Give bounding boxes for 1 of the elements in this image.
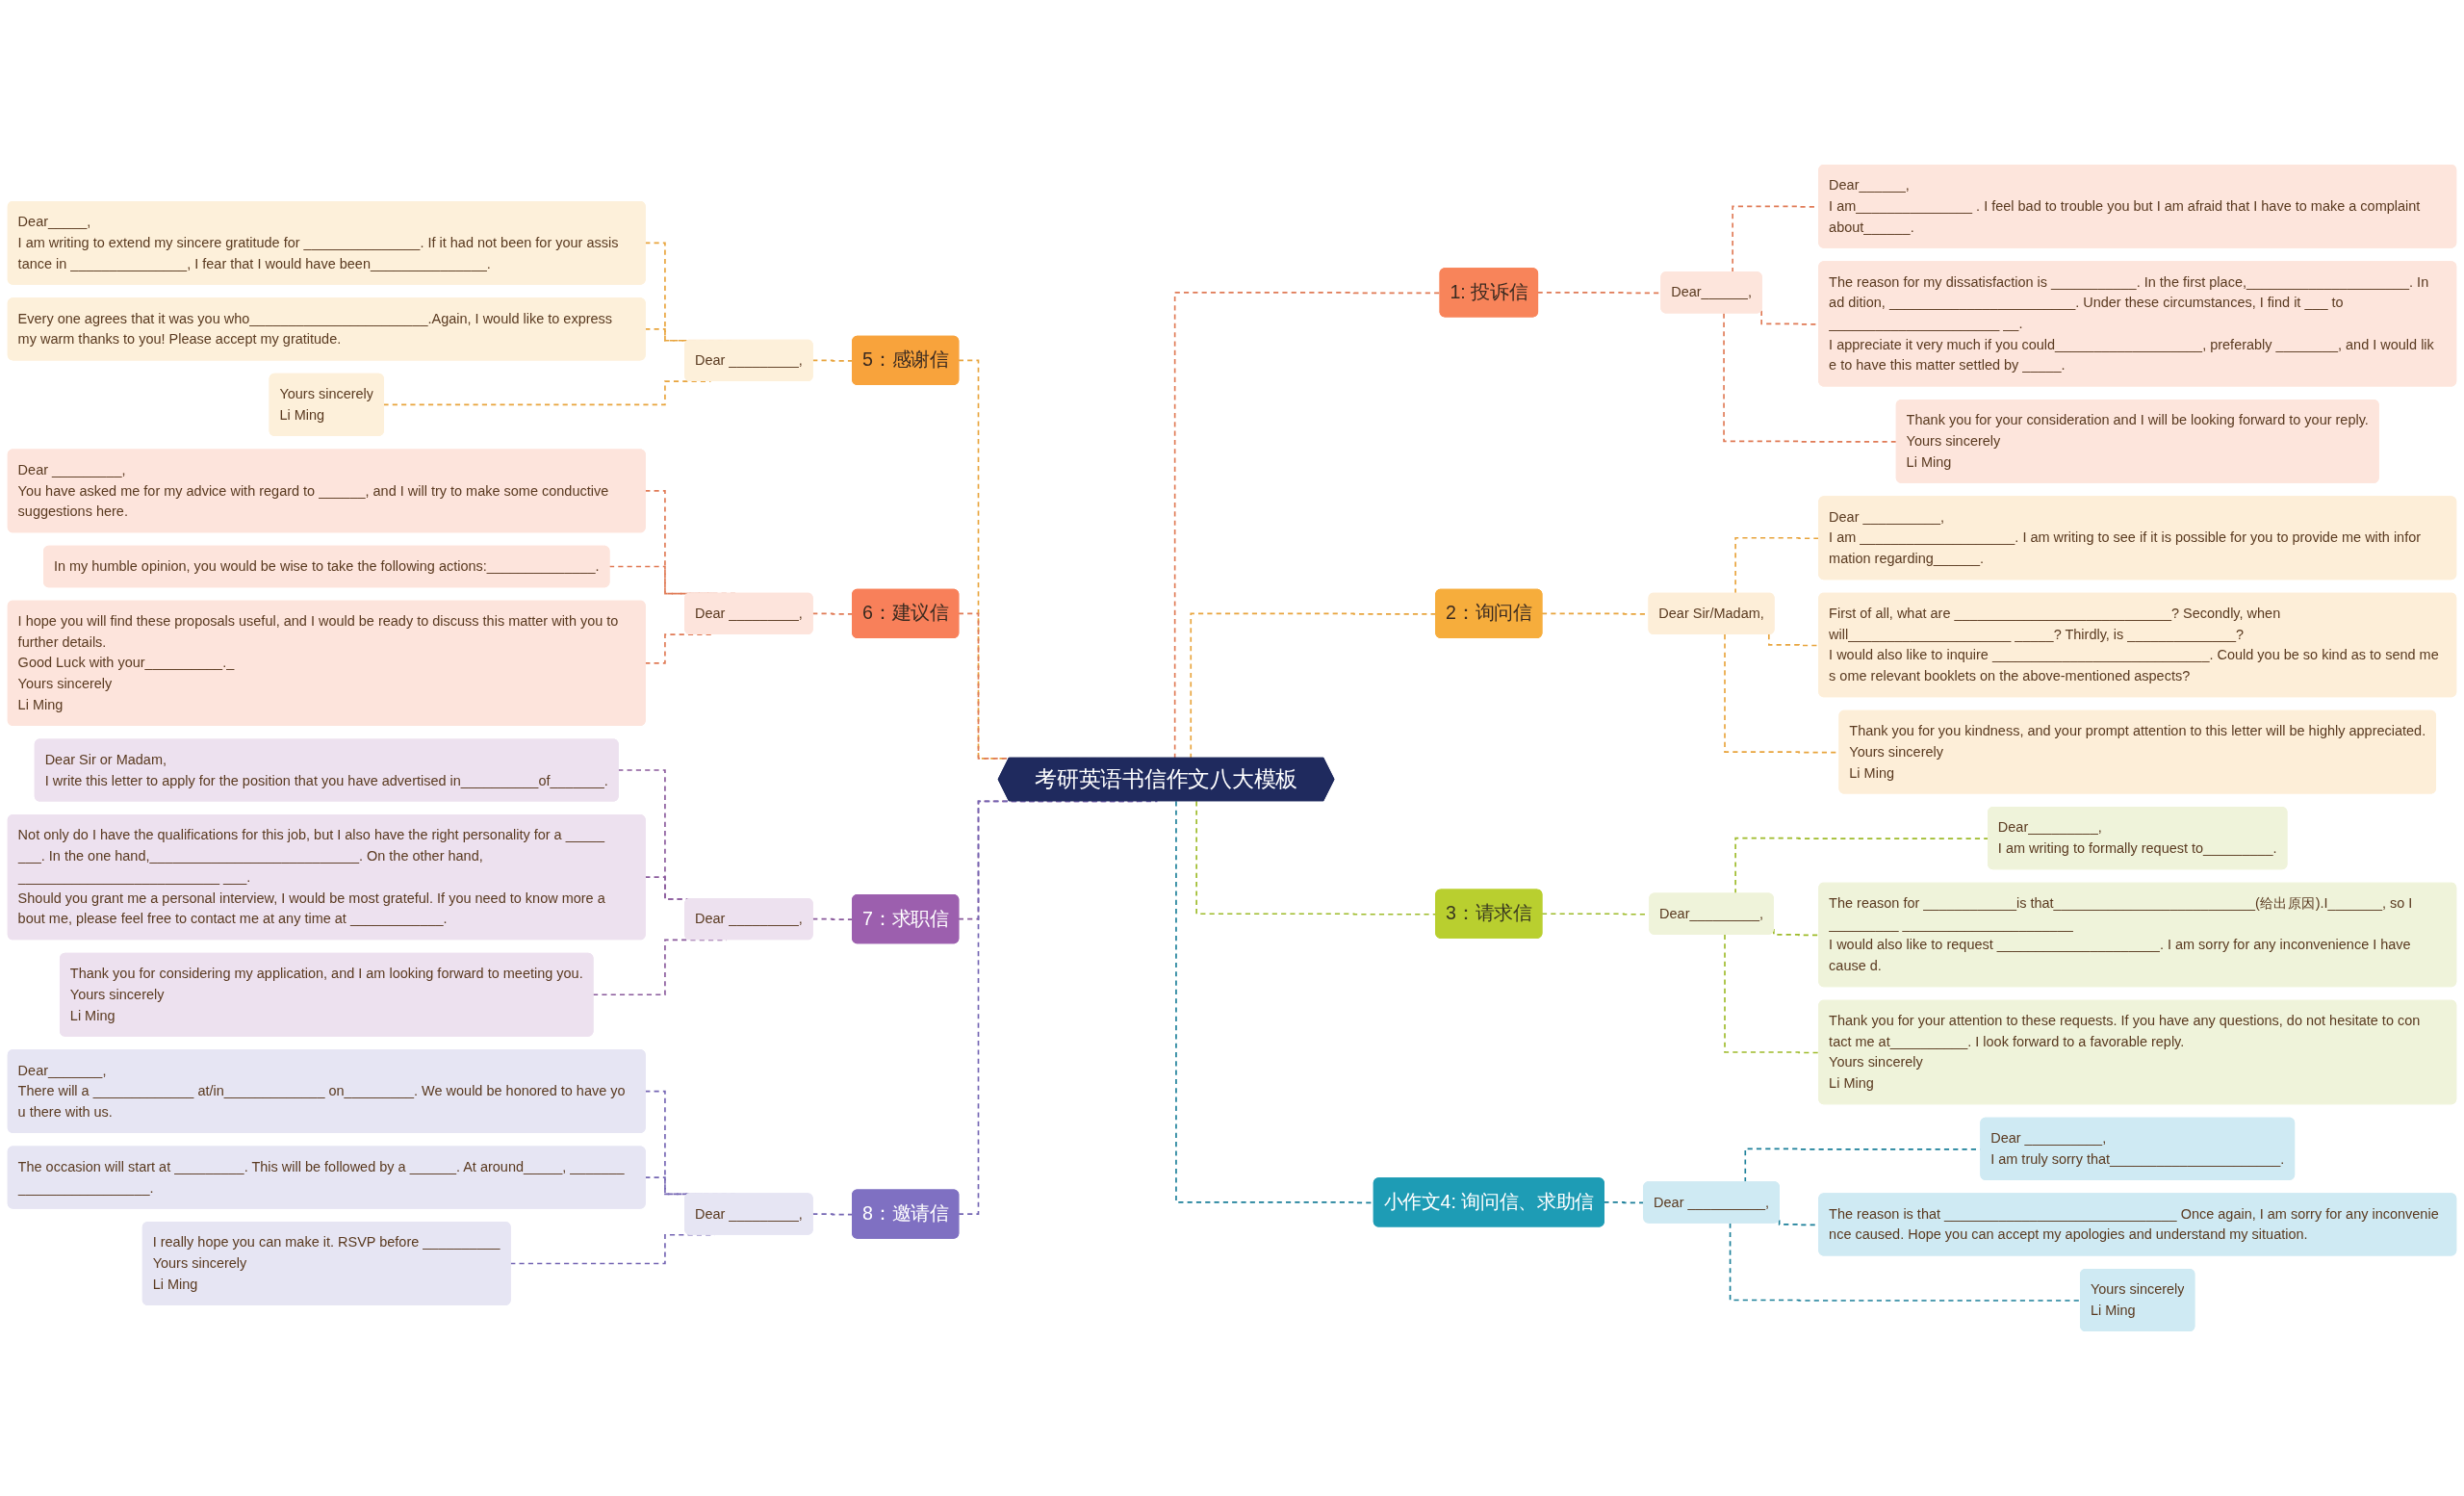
connector	[958, 800, 1159, 1216]
